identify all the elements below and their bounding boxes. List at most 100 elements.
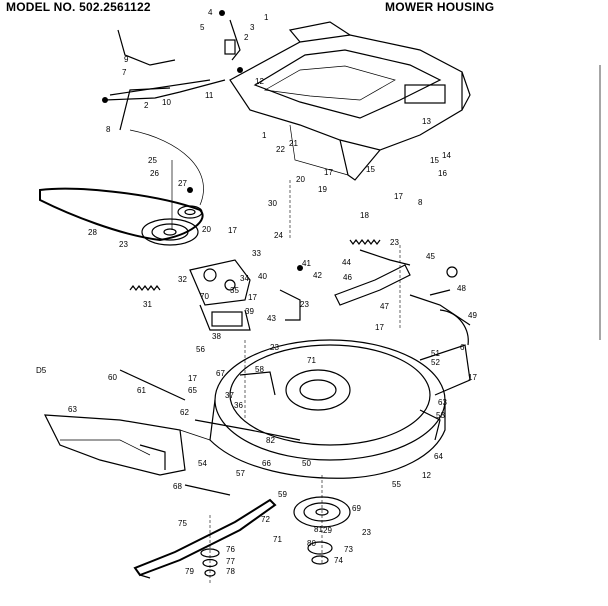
callout-p17e: 17 [375,323,384,332]
callout-p50: 50 [302,459,311,468]
callout-p46: 46 [343,273,352,282]
callout-p45: 45 [426,252,435,261]
callout-p52: 52 [431,358,440,367]
drive-belt [39,129,204,242]
callout-p49: 49 [468,311,477,320]
callout-p70: 70 [200,292,209,301]
callout-p14: 14 [442,151,451,160]
callout-p67: 67 [216,369,225,378]
callout-p47: 47 [380,302,389,311]
callout-p25: 25 [148,156,157,165]
callout-p20: 20 [296,175,305,184]
callout-p22: 22 [276,145,285,154]
callout-p19: 19 [318,185,327,194]
blade-adapter [293,475,351,565]
callout-p30: 30 [268,199,277,208]
callout-p59: 59 [278,490,287,499]
part-callouts: 1 1 2 2 3 4 5 6 7 8 8 9 10 11 12 12 13 1… [68,8,477,576]
callout-p11: 11 [205,91,214,100]
callout-p68: 68 [173,482,182,491]
callout-p79: 79 [185,567,194,576]
mower-frame [229,21,471,181]
callout-p7: 7 [122,68,127,77]
callout-p58: 58 [255,365,264,374]
callout-p29: 29 [323,526,332,535]
callout-p72: 72 [261,515,270,524]
blade-hardware [200,515,220,585]
callout-p5: 5 [200,23,205,32]
callout-p17c: 17 [228,226,237,235]
callout-p17a: 17 [324,168,333,177]
callout-p23a: 23 [119,240,128,249]
callout-p24: 24 [274,231,283,240]
callout-p6: 6 [460,343,465,352]
callout-p55: 55 [392,480,401,489]
callout-p37: 37 [225,391,234,400]
idler-bracket [189,259,303,331]
callout-p23d: 23 [270,343,279,352]
discharge-chute [43,369,186,476]
linkage-rods [102,10,243,131]
callout-p61: 61 [137,386,146,395]
callout-p2b: 2 [144,101,149,110]
mower-deck-housing [179,339,471,479]
callout-p34: 34 [240,274,249,283]
callout-p41: 41 [302,259,311,268]
callout-p15: 15 [430,156,439,165]
callout-p35: 35 [230,286,239,295]
callout-p20b: 20 [202,225,211,234]
callout-p38: 38 [212,332,221,341]
spring [129,239,381,291]
callout-p4: 4 [208,8,213,17]
callout-p12b: 12 [422,471,431,480]
callout-p71: 71 [307,356,316,365]
model-number: MODEL NO. 502.2561122 [6,0,151,14]
callout-p31: 31 [143,300,152,309]
callout-p43: 43 [267,314,276,323]
callout-p51: 51 [431,349,440,358]
callout-p60: 60 [108,373,117,382]
callout-p65: 65 [188,386,197,395]
callout-p44: 44 [342,258,351,267]
callout-p80: 80 [307,539,316,548]
callout-p15b: 15 [366,165,375,174]
callout-p40: 40 [258,272,267,281]
callout-p18: 18 [360,211,369,220]
callout-p23b: 23 [390,238,399,247]
callout-p17d: 17 [248,293,257,302]
callout-p82: 82 [266,436,275,445]
callout-p75: 75 [178,519,187,528]
callout-p77: 77 [226,557,235,566]
callout-p36: 36 [234,401,243,410]
callout-p53: 53 [436,411,445,420]
callout-p23c: 23 [300,300,309,309]
misc-rods [184,180,401,496]
callout-p3: 3 [250,23,255,32]
callout-p1b: 1 [262,131,267,140]
callout-p27: 27 [178,179,187,188]
callout-p54: 54 [198,459,207,468]
callout-p28: 28 [88,228,97,237]
callout-p12: 12 [255,77,264,86]
callout-p62: 62 [180,408,189,417]
height-adjust-linkage [279,249,471,346]
callout-p74: 74 [334,556,343,565]
callout-p69: 69 [352,504,361,513]
callout-p16: 16 [438,169,447,178]
callout-p17f: 17 [188,374,197,383]
callout-p81: 81 [314,525,323,534]
callout-p13: 13 [422,117,431,126]
callout-p63: 63 [68,405,77,414]
callout-p17g: 17 [468,373,477,382]
callout-p33: 33 [252,249,261,258]
callout-p39: 39 [245,307,254,316]
callout-p64: 64 [434,452,443,461]
callout-p42: 42 [313,271,322,280]
callout-p76: 76 [226,545,235,554]
callout-p63b: 63 [438,398,447,407]
callout-p23e: 23 [362,528,371,537]
callout-p9: 9 [124,55,129,64]
callout-p32: 32 [178,275,187,284]
callout-p48: 48 [457,284,466,293]
